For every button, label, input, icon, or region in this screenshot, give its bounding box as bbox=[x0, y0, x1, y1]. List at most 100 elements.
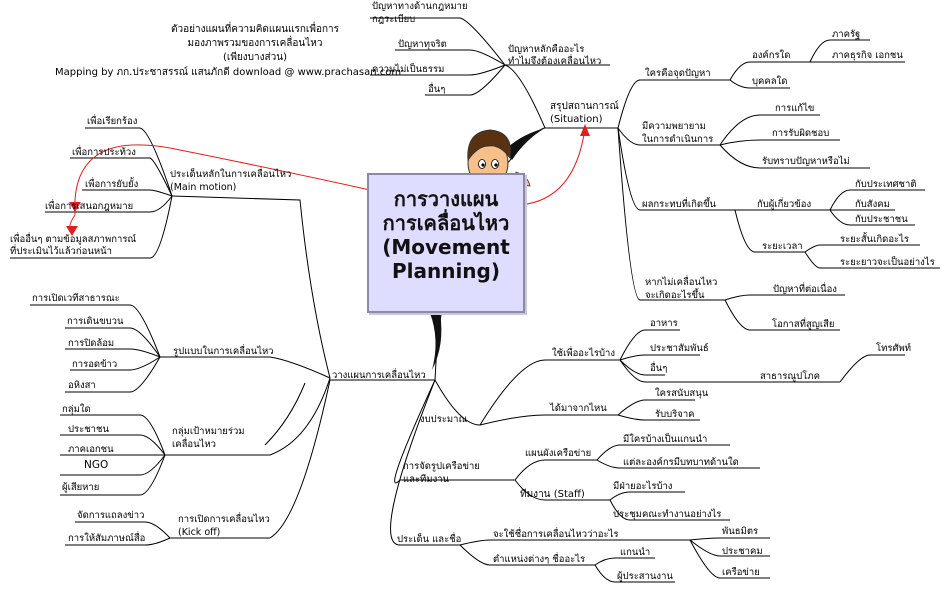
branch-line bbox=[70, 356, 161, 371]
branch-line bbox=[594, 564, 675, 583]
branch-line bbox=[60, 434, 166, 456]
branch-line bbox=[617, 79, 730, 129]
branch-line bbox=[619, 359, 840, 383]
kickoff-label: การเปิดการเคลื่อนไหว (Kick off) bbox=[178, 514, 270, 538]
branch-line bbox=[394, 379, 515, 484]
attempt-item: การแก้ไข bbox=[775, 103, 815, 114]
plan-item: มีใครบ้างเป็นแกนนำ bbox=[623, 434, 708, 445]
branch-line bbox=[809, 39, 870, 63]
branch-line bbox=[459, 544, 595, 566]
issues-label: ประเด็น และชื่อ bbox=[397, 534, 462, 545]
stake-label: กับผู้เกี่ยวข้อง bbox=[757, 199, 812, 210]
targets-label: กลุ่มเป้าหมายร่วม เคลื่อนไหว bbox=[172, 426, 245, 450]
arrowhead-icon bbox=[66, 226, 78, 236]
targets-item: ประชาชน bbox=[68, 424, 109, 435]
budget-use-item: อื่นๆ bbox=[650, 363, 668, 374]
center-connector bbox=[505, 128, 545, 160]
center-title: การวางแผน การเคลื่อนไหว (Movement Planni… bbox=[382, 187, 510, 283]
hub-label: วางแผนการเคลื่อนไหว bbox=[332, 370, 426, 381]
branch-line bbox=[596, 444, 730, 461]
branch-line bbox=[596, 459, 760, 469]
branch-line bbox=[60, 454, 166, 476]
branch-line bbox=[719, 114, 820, 146]
targets-item: กลุ่มใด bbox=[62, 404, 91, 415]
no-action-label: หากไม่เคลื่อนไหว จะเกิดอะไรขึ้น bbox=[645, 277, 718, 301]
center-node bbox=[367, 173, 525, 313]
main-motion-item: เพื่อการเสนอกฎหมาย bbox=[45, 201, 134, 212]
kickoff-item: จัดการแถลงข่าว bbox=[77, 510, 145, 521]
branch-line bbox=[459, 539, 690, 546]
branch-line bbox=[729, 79, 790, 89]
branch-line bbox=[724, 294, 845, 301]
branch-line bbox=[75, 521, 171, 539]
branch-line bbox=[719, 144, 870, 169]
org-item: ภาคธุรกิจ เอกชน bbox=[832, 50, 903, 61]
problem-item: ปัญหาทางด้านกฎหมาย กฎระเบียบ bbox=[372, 1, 468, 25]
branch-line bbox=[724, 299, 840, 331]
branch-line bbox=[619, 359, 665, 376]
positions-item: แกนนำ bbox=[620, 547, 651, 558]
org-item: ภาครัฐ bbox=[832, 29, 861, 40]
problem-item: ความไม่เป็นธรรม bbox=[372, 64, 445, 75]
budget-use-item: ประชาสัมพันธ์ bbox=[650, 343, 709, 354]
branch-line bbox=[617, 127, 725, 301]
forms-item: การเปิดเวทีสาธารณะ bbox=[32, 293, 120, 304]
targets-item: ผู้เสียหาย bbox=[62, 482, 100, 493]
branch-line bbox=[10, 195, 173, 259]
arrowhead-icon bbox=[69, 202, 81, 212]
branch-line bbox=[689, 539, 770, 557]
impact-label: ผลกระทบที่เกิดขึ้น bbox=[642, 199, 717, 210]
red-arrow bbox=[74, 127, 586, 216]
branch-line bbox=[390, 379, 460, 546]
forms-item: การอดข้าว bbox=[72, 359, 118, 370]
staff-item: ประชุมคณะทำงานอย่างไร bbox=[613, 509, 722, 520]
main-motion-item: เพื่อการประท้วง bbox=[72, 147, 136, 158]
branch-line bbox=[617, 127, 720, 146]
forms-item: การเดินขบวน bbox=[67, 316, 124, 327]
branch-line bbox=[65, 327, 161, 358]
positions-label: ตำแหน่งต่างๆ ชื่ออะไร bbox=[493, 554, 586, 565]
header-line: มองภาพรวมของการเคลื่อนไหว bbox=[187, 38, 323, 49]
branch-line bbox=[804, 251, 940, 269]
branch-line bbox=[395, 49, 506, 66]
branch-line bbox=[160, 356, 331, 379]
branch-line bbox=[617, 414, 700, 421]
branch-line bbox=[829, 209, 915, 226]
name-item: ประชาคม bbox=[722, 546, 763, 557]
branch-line bbox=[514, 479, 610, 501]
branch-line bbox=[30, 304, 161, 358]
branch-line bbox=[165, 377, 331, 456]
branch-line bbox=[65, 537, 171, 546]
org-label: องค์กรใด bbox=[752, 50, 791, 61]
branch-line bbox=[734, 209, 805, 253]
plan-label: แผนผังเครือข่าย bbox=[525, 448, 592, 459]
phone-label: โทรศัพท์ bbox=[876, 343, 912, 354]
branch-line bbox=[829, 189, 925, 211]
arrowhead-icon bbox=[580, 124, 590, 136]
branch-line bbox=[60, 414, 166, 456]
branch-line bbox=[719, 139, 840, 146]
branch-line bbox=[617, 399, 695, 416]
budget-use-item: อาหาร bbox=[650, 318, 678, 329]
branch-line bbox=[617, 127, 735, 211]
main-motion-item: เพื่ออื่นๆ ตามข้อมูลสภาพการณ์ ที่ประเมิน… bbox=[10, 234, 137, 257]
branch-line bbox=[514, 459, 597, 481]
branch-line bbox=[804, 244, 920, 253]
branch-line bbox=[609, 491, 685, 501]
stake-item: กับประชาชน bbox=[855, 214, 908, 225]
stake-item: กับสังคม bbox=[855, 199, 890, 210]
branch-line bbox=[65, 348, 161, 358]
time-item: ระยะสั้นเกิดอะไร bbox=[840, 234, 910, 245]
who-label: ใครคือจุดปัญหา bbox=[645, 68, 711, 79]
branch-line bbox=[689, 537, 770, 541]
branch-line bbox=[264, 382, 306, 446]
branch-line bbox=[70, 157, 173, 197]
branch-line bbox=[65, 356, 161, 393]
header-line: (เพียงบางส่วน) bbox=[223, 52, 287, 63]
problem-item: ปัญหาทุจริต bbox=[398, 39, 447, 50]
no-action-item: ปัญหาที่ต่อเนื่อง bbox=[773, 284, 837, 295]
branch-line bbox=[619, 329, 680, 361]
main-motion-label: ประเด็นหลักในการเคลื่อนไหว (Main motion) bbox=[170, 169, 292, 193]
budget-source-item: ใครสนับสนุน bbox=[655, 388, 709, 399]
